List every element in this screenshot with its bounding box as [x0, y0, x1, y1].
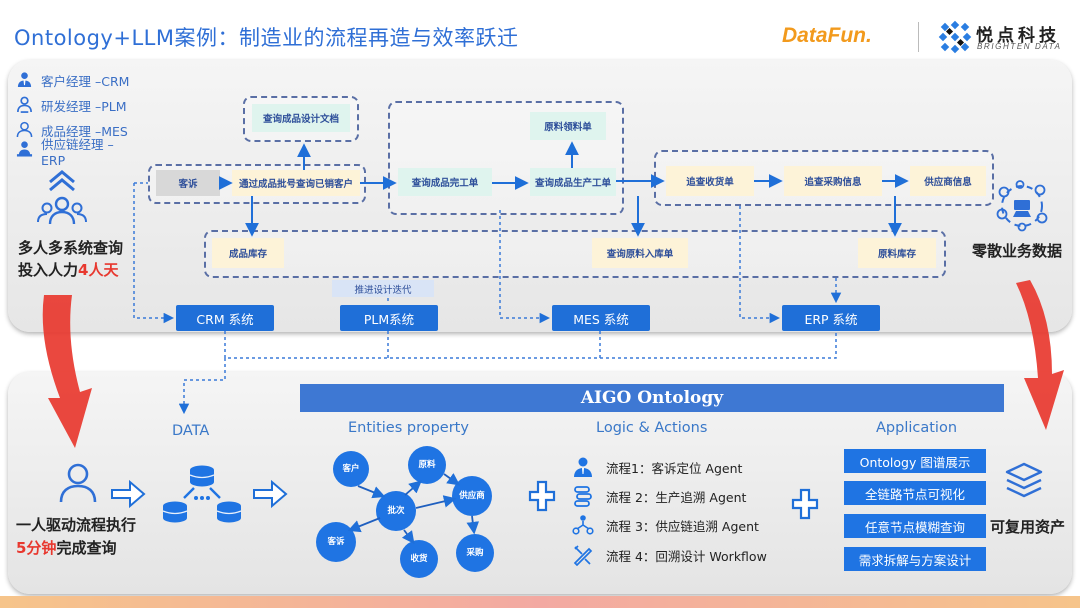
- manual-effort-line2: 投入人力4人天: [18, 259, 118, 280]
- app-fuzzy-query: 任意节点模糊查询: [844, 514, 986, 538]
- node-receipt: 追查收货单: [666, 166, 754, 196]
- bottom-gradient-strip: [0, 596, 1080, 608]
- logic-label: Logic & Actions: [596, 420, 708, 436]
- node-design-iteration: 推进设计迭代: [332, 280, 434, 297]
- manual-effort-highlight: 4人天: [78, 261, 119, 279]
- node-material-pick: 原料领料单: [530, 112, 606, 140]
- entities-label: Entities property: [348, 420, 469, 436]
- flow-3: 流程 3：供应链追溯 Agent: [572, 514, 759, 536]
- application-label: Application: [876, 420, 958, 436]
- slide-title: Ontology+LLM案例：制造业的流程再造与效率跃迁: [14, 26, 519, 50]
- brighten-logo-subtitle: BRIGHTEN DATA: [977, 42, 1062, 51]
- flow-3-label: 流程 3：供应链追溯 Agent: [606, 518, 759, 534]
- layers-icon: [1005, 462, 1043, 498]
- manual-effort-prefix: 投入人力: [18, 261, 79, 279]
- flow-2-label: 流程 2：生产追溯 Agent: [606, 489, 747, 505]
- role-plm: 研发经理 –PLM: [16, 96, 127, 115]
- single-user-icon: [59, 463, 97, 503]
- flow-1: 流程1：客诉定位 Agent: [572, 456, 742, 478]
- app-requirement-design: 需求拆解与方案设计: [844, 547, 986, 571]
- role-crm: 客户经理 –CRM: [16, 71, 129, 90]
- design-tools-icon: [573, 545, 593, 566]
- node-finished-stock: 成品库存: [212, 238, 284, 268]
- node-material-inbound: 查询原料入库单: [592, 238, 688, 268]
- app-ontology-graph: Ontology 图谱展示: [844, 449, 986, 473]
- flow-2: 流程 2：生产追溯 Agent: [572, 485, 746, 507]
- manager-icon: [17, 72, 32, 88]
- supply-manager-icon: [16, 141, 33, 157]
- role-mes: 成品经理 –MES: [16, 121, 128, 140]
- user-icon: [16, 121, 33, 138]
- result-highlight: 5分钟: [16, 539, 57, 557]
- engineer-icon: [17, 96, 32, 113]
- result-line2: 5分钟完成查询: [16, 537, 116, 558]
- database-cluster-icon: [162, 465, 242, 523]
- node-batch-query: 通过成品批号查询已销客户: [232, 170, 360, 196]
- role-crm-label: 客户经理 –CRM: [41, 74, 130, 89]
- network-icon: [572, 515, 594, 535]
- brighten-logo-name: 悦点科技: [976, 26, 1060, 46]
- node-supplier-info: 供应商信息: [910, 166, 986, 196]
- role-plm-label: 研发经理 –PLM: [41, 99, 127, 114]
- scattered-data-label: 零散业务数据: [972, 242, 1063, 260]
- person-icon: [574, 457, 592, 477]
- scattered-data-icon: [996, 180, 1048, 232]
- system-crm: CRM 系统: [176, 305, 274, 331]
- process-icon: [574, 486, 592, 507]
- flow-4: 流程 4：回溯设计 Workflow: [572, 544, 767, 566]
- reusable-assets-label: 可复用资产: [990, 518, 1066, 536]
- result-suffix: 完成查询: [56, 539, 117, 557]
- aigo-ontology-bar: AIGO Ontology: [300, 384, 1004, 412]
- system-erp: ERP 系统: [782, 305, 880, 331]
- inventory-group: [204, 230, 946, 278]
- datafun-logo: DataFun.: [782, 24, 872, 47]
- data-label: DATA: [172, 423, 210, 439]
- brighten-logo-icon: [938, 20, 972, 54]
- role-erp-label: 供应链经理 –ERP: [41, 137, 114, 168]
- node-purchase-info: 追查采购信息: [784, 166, 882, 196]
- role-mes-label: 成品经理 –MES: [41, 124, 128, 139]
- team-icon: [37, 170, 87, 225]
- flow-1-label: 流程1：客诉定位 Agent: [606, 460, 743, 476]
- system-plm: PLM系统: [340, 305, 438, 331]
- manual-effort-line1: 多人多系统查询: [18, 239, 124, 257]
- entity-customer: 客户: [333, 451, 369, 487]
- entity-material: 原料: [408, 446, 446, 484]
- app-node-visualization: 全链路节点可视化: [844, 481, 986, 505]
- result-line1: 一人驱动流程执行: [16, 516, 137, 534]
- node-material-stock: 原料库存: [858, 238, 936, 268]
- node-finished-work-order: 查询成品完工单: [398, 168, 492, 196]
- system-mes: MES 系统: [552, 305, 650, 331]
- flow-4-label: 流程 4：回溯设计 Workflow: [606, 548, 767, 564]
- node-design-doc: 查询成品设计文档: [252, 104, 350, 132]
- node-complaint: 客诉: [156, 170, 220, 196]
- logo-divider: [918, 22, 919, 52]
- node-production-order: 查询成品生产工单: [530, 168, 616, 196]
- entity-supplier: 供应商: [452, 476, 492, 516]
- entity-complaint: 客诉: [316, 522, 356, 562]
- entity-purchase: 采购: [456, 534, 494, 572]
- entity-batch: 批次: [376, 491, 416, 531]
- role-erp: 供应链经理 –ERP: [16, 137, 126, 169]
- entity-receipt: 收货: [400, 540, 438, 578]
